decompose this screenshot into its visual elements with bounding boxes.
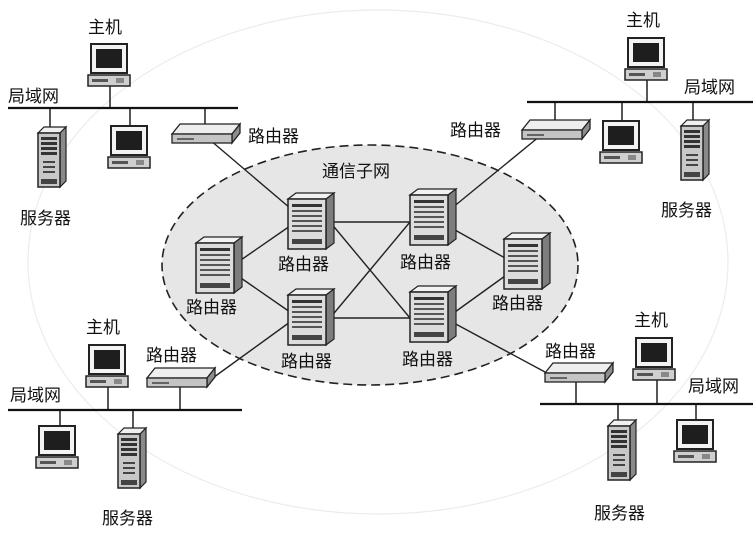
lan-label: 局域网 (684, 78, 735, 98)
lan-label: 局域网 (10, 386, 61, 406)
router-icon (545, 363, 613, 382)
tower-server-icon (118, 428, 146, 488)
desktop-computer-icon (86, 345, 128, 387)
server-label: 服务器 (102, 509, 153, 529)
server-label: 服务器 (594, 504, 645, 524)
router-label: 路由器 (402, 350, 453, 370)
host-label: 主机 (88, 18, 122, 38)
desktop-computer-icon (108, 126, 150, 168)
router-label: 路由器 (146, 346, 197, 366)
host-label: 主机 (86, 318, 120, 338)
rack-router-icon (288, 289, 334, 345)
router-label: 路由器 (400, 253, 451, 273)
rack-router-icon (504, 233, 550, 289)
host-label: 主机 (626, 11, 660, 31)
router-label: 路由器 (248, 127, 299, 147)
router-icon (172, 124, 240, 143)
desktop-computer-icon (600, 121, 642, 163)
router-icon (147, 368, 215, 387)
rack-router-icon (410, 286, 456, 342)
tower-server-icon (608, 420, 636, 480)
router-label: 路由器 (545, 342, 596, 362)
server-label: 服务器 (20, 209, 71, 229)
tower-server-icon (681, 120, 709, 180)
tower-server-icon (38, 127, 66, 187)
router-label: 路由器 (492, 294, 543, 314)
rack-router-icon (410, 189, 456, 245)
desktop-computer-icon (36, 426, 78, 468)
subnet-label: 通信子网 (322, 162, 390, 182)
desktop-computer-icon (633, 338, 675, 380)
server-label: 服务器 (661, 201, 712, 221)
host-label: 主机 (634, 311, 668, 331)
router-label: 路由器 (186, 298, 237, 318)
router-label: 路由器 (278, 255, 329, 275)
rack-router-icon (288, 193, 334, 249)
router-label: 路由器 (281, 352, 332, 372)
desktop-computer-icon (625, 38, 667, 80)
router-label: 路由器 (450, 121, 501, 141)
lan-label: 局域网 (688, 377, 739, 397)
router-icon (522, 120, 590, 139)
desktop-computer-icon (674, 420, 716, 462)
desktop-computer-icon (88, 44, 130, 86)
lan-label: 局域网 (8, 87, 59, 107)
rack-router-icon (196, 237, 242, 293)
